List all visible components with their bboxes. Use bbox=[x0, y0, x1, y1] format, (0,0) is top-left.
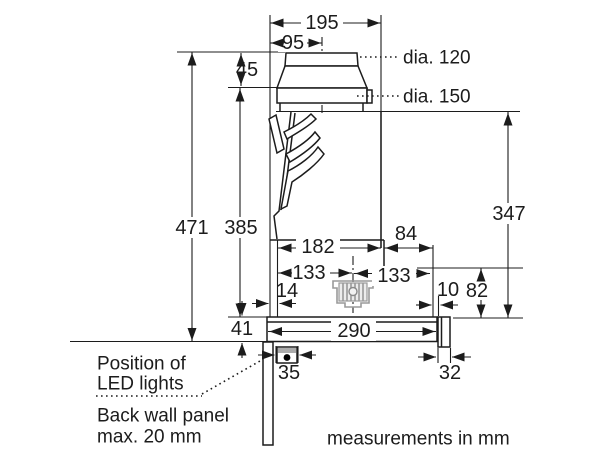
dia-150-label: dia. 150 bbox=[403, 87, 471, 108]
label-backgrounds bbox=[171, 13, 531, 341]
dim-195-label: 195 bbox=[305, 12, 338, 34]
dim-347-label: 347 bbox=[492, 203, 525, 225]
dia-120-label: dia. 120 bbox=[403, 48, 471, 69]
dim-82-label: 82 bbox=[466, 280, 488, 302]
damper-flap bbox=[268, 111, 325, 240]
annotations: Position of LED lights Back wall panel m… bbox=[97, 354, 510, 450]
extension-lines bbox=[70, 15, 523, 363]
dim-95-label: 95 bbox=[282, 32, 304, 54]
dim-14-label: 14 bbox=[276, 280, 298, 302]
dim-84-label: 84 bbox=[395, 223, 417, 245]
dim-41-label: 41 bbox=[231, 318, 253, 340]
handle-rail bbox=[437, 316, 451, 348]
dim-471-label: 471 bbox=[175, 217, 208, 239]
dim-385-label: 385 bbox=[224, 217, 257, 239]
wall-note-line1: Back wall panel bbox=[97, 406, 229, 427]
leader-lines bbox=[96, 56, 399, 397]
dim-10-label: 10 bbox=[437, 279, 459, 301]
collar-dia150 bbox=[276, 87, 368, 104]
dim-32-label: 32 bbox=[439, 362, 461, 384]
collar-dia120 bbox=[284, 52, 359, 67]
dim-133-right-label: 133 bbox=[377, 265, 410, 287]
dimension-arrows bbox=[187, 18, 513, 362]
dimension-labels: 195 95 45 471 385 347 182 84 133 133 14 … bbox=[175, 12, 525, 384]
dim-45-label: 45 bbox=[236, 59, 258, 81]
back-wall-panel bbox=[262, 341, 274, 446]
units-note: measurements in mm bbox=[327, 429, 510, 450]
led-leader-diagonal bbox=[201, 360, 261, 395]
dim-182-label: 182 bbox=[301, 236, 334, 258]
blower-unit bbox=[332, 280, 374, 308]
dim-35-label: 35 bbox=[278, 362, 300, 384]
led-note-line2: LED lights bbox=[97, 374, 184, 395]
dim-290-label: 290 bbox=[337, 320, 370, 342]
collar-transition bbox=[275, 65, 369, 89]
led-dot bbox=[283, 354, 291, 361]
dim-133-left-label: 133 bbox=[292, 262, 325, 284]
wall-note-line2: max. 20 mm bbox=[97, 427, 202, 448]
duct-adapter bbox=[275, 52, 373, 112]
led-marker bbox=[276, 346, 298, 364]
led-note-line1: Position of bbox=[97, 354, 186, 375]
